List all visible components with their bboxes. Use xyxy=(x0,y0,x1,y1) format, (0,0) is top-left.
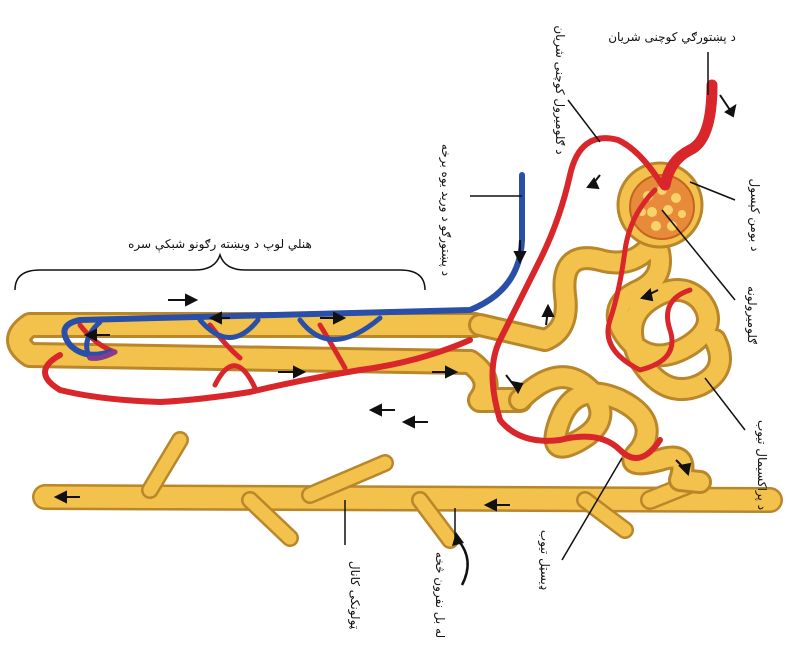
collecting-duct-label: ټولونکی کانال xyxy=(349,561,361,629)
efferent-arteriole-label: د ګلومیرول کوچنی شریان xyxy=(554,25,566,154)
distal-tubule-label: ډیسټل تیوب xyxy=(539,530,551,590)
incoming-branch-arrow xyxy=(458,540,468,585)
henle-loop-label: هنلي لوپ د ویښته رګونو شبکې سره xyxy=(128,238,312,250)
glomerulus-label: ګلومیرولونه xyxy=(746,286,758,344)
henle-bracket xyxy=(15,255,425,290)
convoluted-tubules xyxy=(480,240,720,482)
other-nephron-label: له بل نفرون څخه xyxy=(434,552,446,638)
afferent-arteriole-label: د پښتورګي کوچنی شریان xyxy=(608,31,736,43)
proximal-tubule-label: د پراکسیمال تیوب xyxy=(756,420,768,510)
bowman-capsule-label: د بومن کپسول xyxy=(749,178,761,251)
renal-vein-label: د پښتورګو د ورید یوه برخه xyxy=(440,144,452,276)
